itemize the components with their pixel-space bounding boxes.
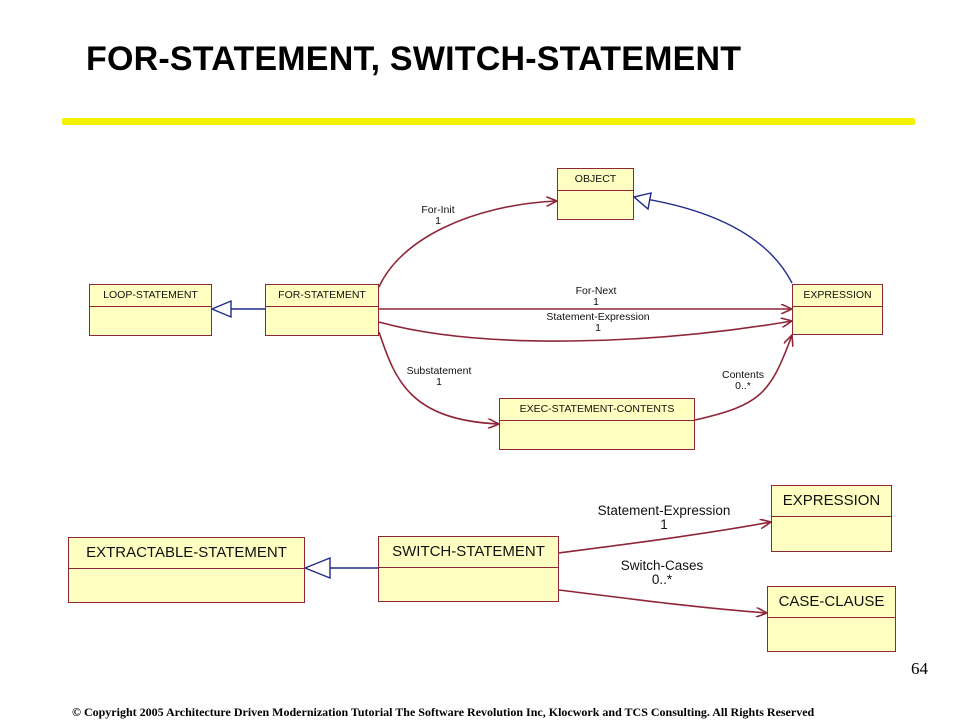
- for-init-multiplicity: 1: [435, 215, 441, 228]
- switch-cases-association: [558, 589, 767, 613]
- contents-association: [694, 335, 792, 421]
- switch-cases-multiplicity: 0..*: [651, 572, 673, 588]
- class-object-name: OBJECT: [558, 169, 633, 191]
- switch-cases-role: Switch-Cases: [620, 558, 704, 573]
- slide-title: FOR-STATEMENT, SWITCH-STATEMENT: [86, 40, 742, 78]
- statement-expression-role: Statement-Expression: [546, 311, 650, 323]
- substatement-multiplicity: 1: [436, 376, 442, 389]
- for-init-association: [378, 201, 557, 288]
- class-expression-2: EXPRESSION: [771, 485, 892, 552]
- for-init-role: For-Init: [421, 204, 455, 216]
- switch-statement-expression-label: Statement-Expression 1: [586, 503, 742, 533]
- class-extractable-statement: EXTRACTABLE-STATEMENT: [68, 537, 305, 603]
- for-next-multiplicity: 1: [593, 296, 599, 309]
- statement-expression-label: Statement-Expression 1: [535, 311, 661, 335]
- title-underline: [62, 118, 915, 125]
- class-expression: EXPRESSION: [792, 284, 883, 335]
- for-next-label: For-Next 1: [565, 285, 627, 309]
- class-for-statement-name: FOR-STATEMENT: [266, 285, 378, 307]
- substatement-association: [378, 331, 499, 424]
- statement-expression-association: [378, 321, 792, 342]
- for-init-label: For-Init 1: [413, 204, 463, 228]
- class-object: OBJECT: [557, 168, 634, 220]
- object-generalization: [633, 196, 793, 284]
- switch-statement-expression-association: [558, 522, 771, 554]
- class-exec-statement-contents-name: EXEC-STATEMENT-CONTENTS: [500, 399, 694, 421]
- substatement-label: Substatement 1: [400, 365, 478, 389]
- class-loop-statement-name: LOOP-STATEMENT: [90, 285, 211, 307]
- class-case-clause-name: CASE-CLAUSE: [768, 587, 895, 618]
- contents-label: Contents 0..*: [713, 369, 773, 393]
- class-loop-statement: LOOP-STATEMENT: [89, 284, 212, 336]
- class-case-clause: CASE-CLAUSE: [767, 586, 896, 652]
- switch-statement-expression-role: Statement-Expression: [597, 503, 731, 518]
- class-exec-statement-contents: EXEC-STATEMENT-CONTENTS: [499, 398, 695, 450]
- switch-statement-expression-multiplicity: 1: [660, 517, 668, 533]
- object-generalization-arrowhead: [632, 192, 652, 211]
- contents-role: Contents: [721, 369, 765, 381]
- for-next-role: For-Next: [575, 285, 617, 297]
- class-expression-name: EXPRESSION: [793, 285, 882, 307]
- statement-expression-multiplicity: 1: [595, 322, 601, 335]
- class-expression-2-name: EXPRESSION: [772, 486, 891, 517]
- switch-cases-label: Switch-Cases 0..*: [612, 558, 712, 588]
- class-switch-statement-name: SWITCH-STATEMENT: [379, 537, 558, 568]
- loop-generalization-arrowhead: [210, 299, 232, 319]
- page-number: 64: [911, 659, 928, 678]
- extractable-generalization-arrowhead: [303, 556, 331, 580]
- class-extractable-statement-name: EXTRACTABLE-STATEMENT: [69, 538, 304, 569]
- class-switch-statement: SWITCH-STATEMENT: [378, 536, 559, 602]
- copyright-footer: © Copyright 2005 Architecture Driven Mod…: [72, 705, 815, 719]
- substatement-role: Substatement: [406, 365, 472, 377]
- class-for-statement: FOR-STATEMENT: [265, 284, 379, 336]
- contents-multiplicity: 0..*: [735, 380, 751, 393]
